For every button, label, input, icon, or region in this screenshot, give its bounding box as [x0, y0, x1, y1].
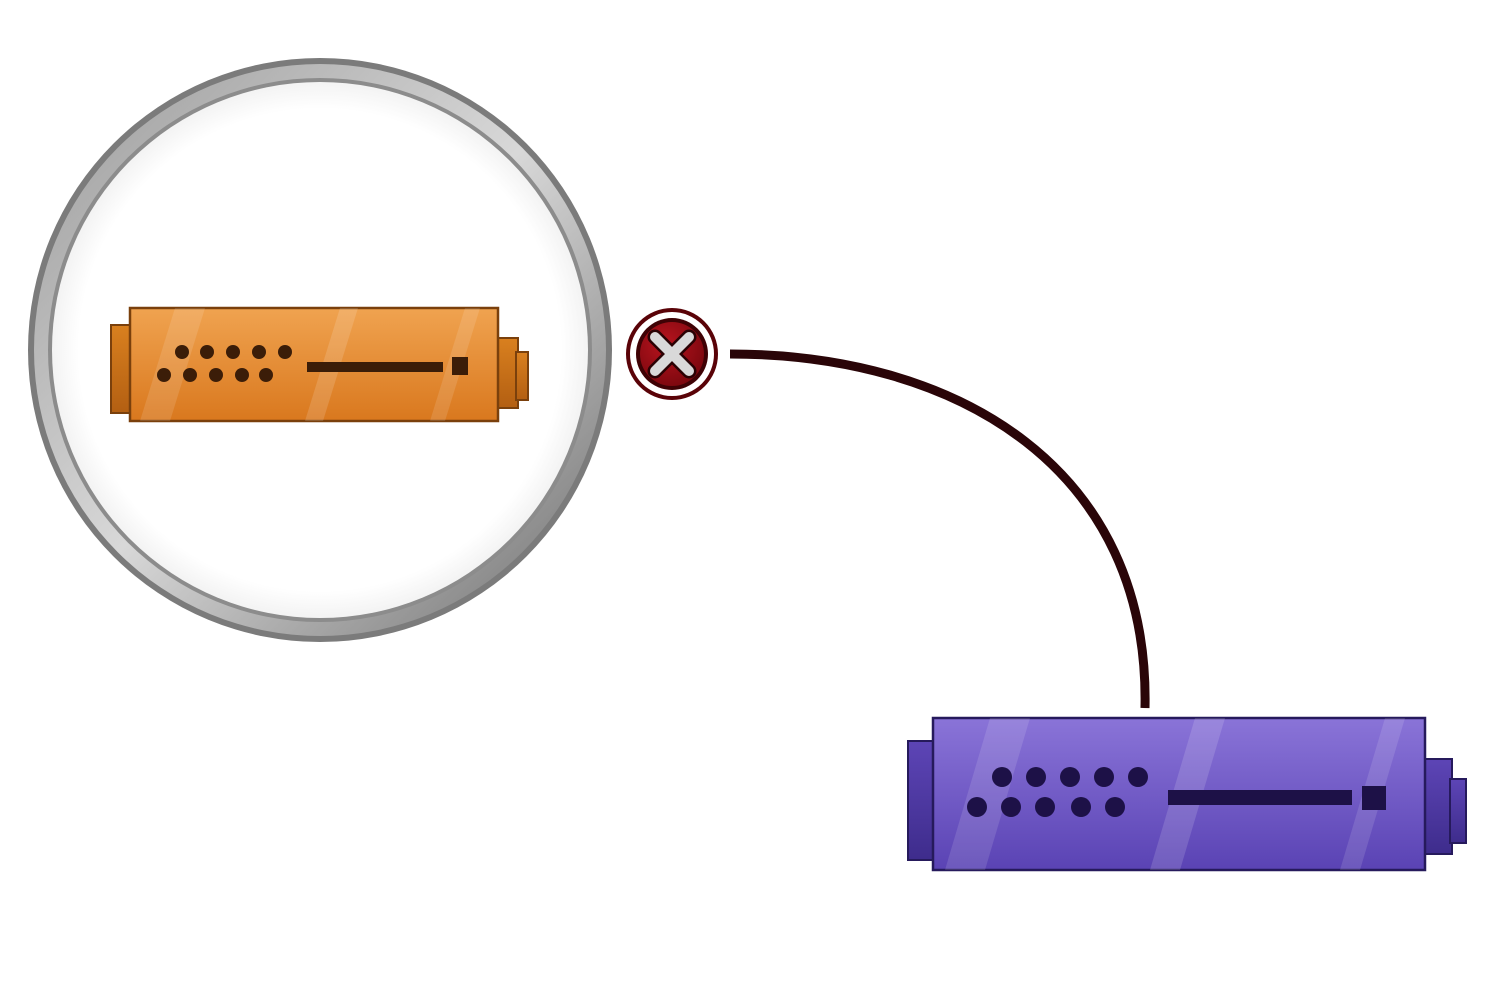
port-dots: [157, 345, 292, 382]
status-led: [1362, 786, 1386, 810]
status-led: [452, 357, 468, 375]
device-b: [907, 716, 1467, 872]
port-dots: [967, 767, 1148, 817]
drive-slot: [1168, 790, 1352, 805]
error-x-icon: [626, 308, 718, 400]
drive-slot: [307, 362, 443, 372]
network-link: [729, 349, 1150, 709]
device-a: [110, 306, 529, 423]
